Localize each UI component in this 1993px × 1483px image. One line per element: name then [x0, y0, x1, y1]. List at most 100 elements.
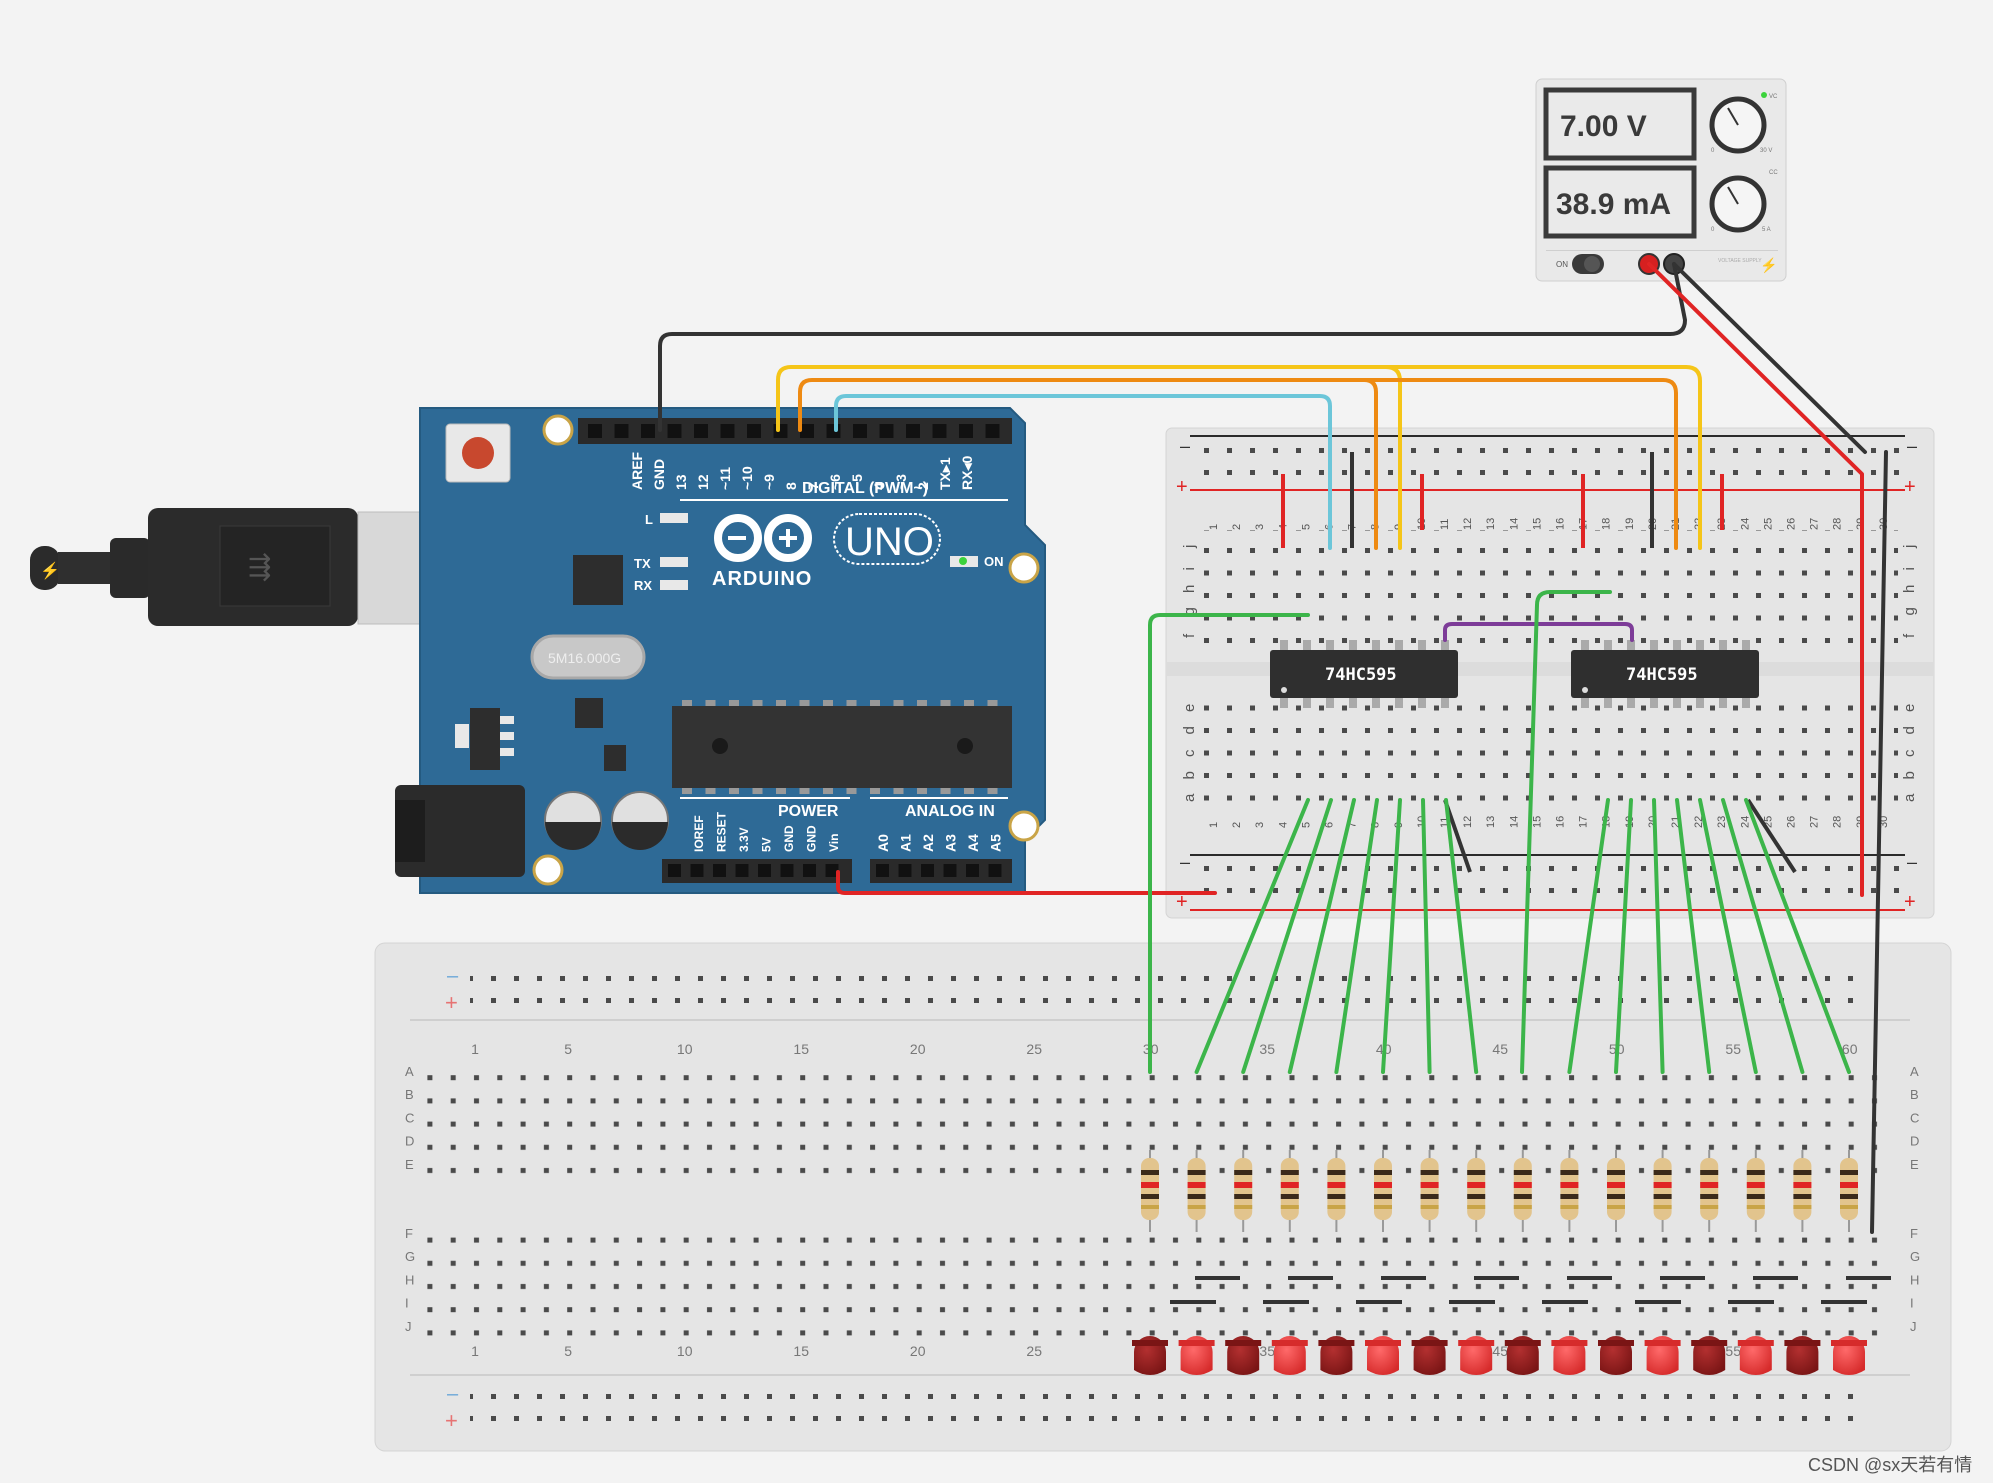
resistor-band	[1420, 1182, 1439, 1188]
resistor[interactable]	[1607, 1158, 1625, 1220]
wire-cyan-pin7[interactable]	[834, 394, 1332, 550]
wire-orange-pin8[interactable]	[798, 378, 1678, 550]
shift-register-chip-1[interactable]: 74HC595	[1270, 640, 1458, 708]
led-rim	[1551, 1340, 1588, 1346]
small-bb-column-number: 26	[1786, 816, 1798, 828]
on-label: ON	[984, 554, 1004, 569]
l-led	[660, 513, 688, 523]
voltage-readout: 7.00 V	[1560, 110, 1647, 143]
wire-yellow-pin9[interactable]	[776, 365, 1702, 550]
resistor-band	[1700, 1170, 1719, 1175]
digital-pin-label: ~9	[761, 474, 777, 490]
resistor-array[interactable]	[1141, 1150, 1858, 1232]
power-supply[interactable]: 7.00 V 38.9 mA VC CC 0 30 V 0 5 A ON VOL…	[1535, 78, 1787, 282]
resistor[interactable]	[1467, 1158, 1486, 1220]
small-bb-row-letter: j	[1901, 545, 1918, 549]
resistor-band	[1746, 1205, 1765, 1209]
resistor[interactable]	[1513, 1158, 1532, 1220]
led-array[interactable]	[1132, 1336, 1867, 1375]
large-bb-column-number: 25	[1026, 1041, 1042, 1057]
resistor[interactable]	[1374, 1158, 1392, 1220]
resistor-band	[1840, 1205, 1858, 1209]
small-bb-column-number: 1	[1208, 822, 1220, 828]
small-bb-column-number: 15	[1531, 816, 1543, 828]
resistor[interactable]	[1327, 1158, 1346, 1220]
small-bb-column-number: 16	[1555, 518, 1567, 530]
resistor-band	[1513, 1194, 1532, 1199]
wire-green-output[interactable]	[1241, 798, 1333, 1074]
small-bb-column-number: 27	[1809, 816, 1821, 828]
wire-purple-chip-link[interactable]	[1443, 622, 1634, 642]
resistor[interactable]	[1793, 1158, 1812, 1220]
large-bb-row-letter: D	[1910, 1134, 1919, 1149]
resistor[interactable]	[1700, 1158, 1719, 1220]
wire-red-vin[interactable]	[836, 870, 1217, 895]
resistor[interactable]	[1280, 1158, 1299, 1220]
small-bb-row-letter: b	[1901, 771, 1918, 779]
wire-green-output[interactable]	[1698, 798, 1758, 1074]
wire-black-supply-negative[interactable]	[1672, 262, 1867, 454]
resistor[interactable]	[1141, 1158, 1159, 1220]
wire-green-output[interactable]	[1567, 798, 1610, 1074]
led-rim	[1691, 1340, 1728, 1346]
wire-green-output[interactable]	[1721, 798, 1805, 1074]
small-bb-column-number: 2	[1231, 524, 1243, 530]
resistor[interactable]	[1840, 1158, 1858, 1220]
wire-green-output[interactable]	[1287, 798, 1356, 1074]
wire-green-output[interactable]	[1444, 798, 1479, 1074]
wire-red-supply-positive[interactable]	[1647, 262, 1864, 897]
small-bb-column-number: 11	[1439, 519, 1451, 530]
power-pin-label: Vin	[827, 834, 841, 852]
resistor-band	[1141, 1194, 1159, 1199]
small-bb-minus-bottom: –	[1180, 852, 1190, 872]
wire-green-output[interactable]	[1421, 798, 1432, 1074]
small-bb-column-number: 24	[1739, 816, 1751, 828]
small-bb-minus-top-right: –	[1907, 436, 1917, 456]
arduino-logo-icon	[714, 514, 812, 562]
board-name: UNO	[845, 520, 934, 564]
wire-green-middle[interactable]	[1520, 590, 1612, 1074]
wire-green-output[interactable]	[1675, 798, 1712, 1074]
wire-orange-branch[interactable]	[1362, 378, 1378, 550]
power-pin-label: RESET	[715, 811, 729, 852]
wire-green-output[interactable]	[1381, 798, 1402, 1074]
resistor-band	[1746, 1170, 1765, 1175]
small-bb-row-letter: i	[1901, 567, 1918, 570]
wire-green-output[interactable]	[1652, 798, 1665, 1074]
small-bb-row-letter: e	[1181, 704, 1198, 712]
wire-green-output[interactable]	[1334, 798, 1379, 1074]
power-label: POWER	[778, 803, 839, 820]
large-bb-minus-top: –	[447, 965, 459, 987]
wire-green-output[interactable]	[1194, 798, 1310, 1074]
wire-green-output[interactable]	[1744, 798, 1851, 1074]
wire-green-output[interactable]	[1614, 798, 1633, 1074]
small-bb-row-letter: c	[1181, 749, 1198, 757]
resistor[interactable]	[1420, 1158, 1439, 1220]
small-bb-row-letter: e	[1901, 704, 1918, 712]
resistor[interactable]	[1187, 1158, 1206, 1220]
shift-register-chip-2[interactable]: 74HC595	[1571, 640, 1759, 708]
barrel-jack[interactable]	[395, 785, 525, 877]
resistor-band	[1280, 1170, 1299, 1175]
resistor-band	[1327, 1170, 1346, 1175]
resistor[interactable]	[1234, 1158, 1253, 1220]
large-bb-plus-bottom: +	[445, 1408, 458, 1433]
crystal-oscillator	[530, 634, 646, 680]
analog-header[interactable]	[870, 859, 1012, 883]
wire-black-ground-return[interactable]	[1870, 450, 1888, 1234]
wire-gnd-supply-to-arduino[interactable]	[658, 262, 1687, 432]
resistor[interactable]	[1746, 1158, 1765, 1220]
resistor-band	[1793, 1170, 1812, 1175]
resistor[interactable]	[1653, 1158, 1672, 1220]
wires[interactable]	[658, 262, 1888, 1234]
digital-pin-label: 2	[915, 482, 931, 490]
led-ground-jumpers[interactable]	[1170, 1276, 1891, 1304]
resistor[interactable]	[1560, 1158, 1579, 1220]
wire-green-left[interactable]	[1148, 613, 1310, 1074]
resistor-band	[1467, 1205, 1486, 1209]
